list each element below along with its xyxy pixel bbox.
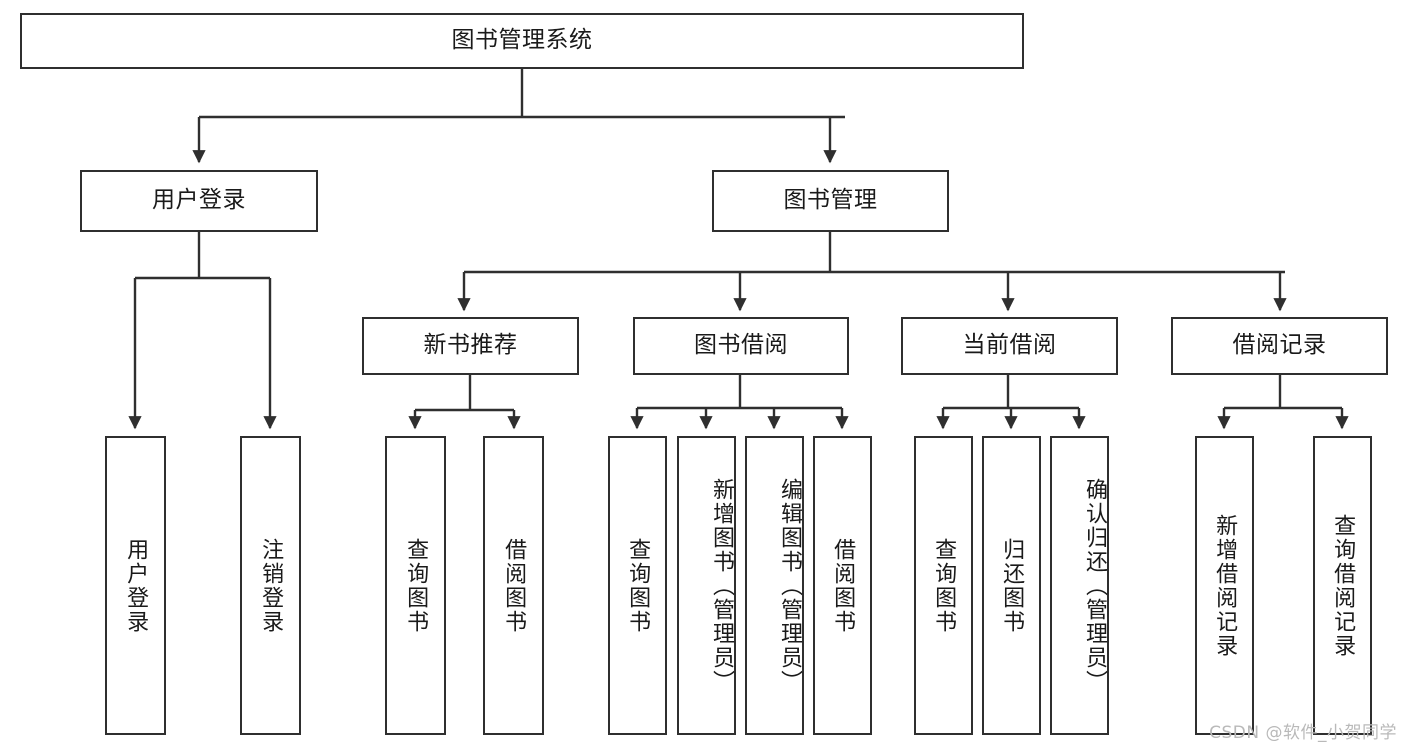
node-book-manage-label: 图书管理 <box>783 187 878 214</box>
node-leaf-query-book-2-label: 查询图书 <box>625 537 651 634</box>
node-leaf-borrow-book-1-label: 借阅图书 <box>501 537 527 634</box>
node-leaf-return-book-label: 归还图书 <box>999 537 1025 634</box>
node-leaf-query-book-1[interactable]: 查询图书 <box>385 436 446 735</box>
node-leaf-borrow-book-2[interactable]: 借阅图书 <box>813 436 872 735</box>
node-leaf-query-book-1-label: 查询图书 <box>403 537 429 634</box>
node-user-login[interactable]: 用户登录 <box>80 170 318 232</box>
node-leaf-edit-book-admin[interactable]: 编辑图书（管理员） <box>745 436 804 735</box>
node-leaf-add-record[interactable]: 新增借阅记录 <box>1195 436 1254 735</box>
node-leaf-confirm-return-label: 确认归还（管理员） <box>1082 477 1107 694</box>
node-book-borrow-label: 图书借阅 <box>694 332 788 359</box>
node-borrow-record[interactable]: 借阅记录 <box>1171 317 1388 375</box>
node-root-label: 图书管理系统 <box>451 27 593 54</box>
node-book-borrow[interactable]: 图书借阅 <box>633 317 849 375</box>
node-current-borrow[interactable]: 当前借阅 <box>901 317 1118 375</box>
node-root[interactable]: 图书管理系统 <box>20 13 1024 69</box>
node-leaf-logout-label: 注销登录 <box>258 537 284 634</box>
node-leaf-return-book[interactable]: 归还图书 <box>982 436 1041 735</box>
node-new-book-recommend-label: 新书推荐 <box>423 332 518 359</box>
node-leaf-borrow-book-1[interactable]: 借阅图书 <box>483 436 544 735</box>
node-leaf-query-book-3-label: 查询图书 <box>931 537 957 634</box>
node-leaf-logout[interactable]: 注销登录 <box>240 436 301 735</box>
node-leaf-user-login-label: 用户登录 <box>123 537 149 634</box>
node-new-book-recommend[interactable]: 新书推荐 <box>362 317 579 375</box>
node-borrow-record-label: 借阅记录 <box>1232 332 1327 359</box>
node-leaf-add-book-admin[interactable]: 新增图书（管理员） <box>677 436 736 735</box>
node-leaf-confirm-return[interactable]: 确认归还（管理员） <box>1050 436 1109 735</box>
node-leaf-edit-book-admin-label: 编辑图书（管理员） <box>777 477 802 694</box>
node-leaf-user-login[interactable]: 用户登录 <box>105 436 166 735</box>
node-leaf-query-book-3[interactable]: 查询图书 <box>914 436 973 735</box>
node-current-borrow-label: 当前借阅 <box>962 332 1057 359</box>
node-book-manage[interactable]: 图书管理 <box>712 170 949 232</box>
node-leaf-add-record-label: 新增借阅记录 <box>1212 513 1238 658</box>
node-leaf-query-book-2[interactable]: 查询图书 <box>608 436 667 735</box>
node-leaf-query-record-label: 查询借阅记录 <box>1330 513 1356 658</box>
node-user-login-label: 用户登录 <box>152 187 246 214</box>
node-leaf-query-record[interactable]: 查询借阅记录 <box>1313 436 1372 735</box>
node-leaf-add-book-admin-label: 新增图书（管理员） <box>709 477 734 694</box>
node-leaf-borrow-book-2-label: 借阅图书 <box>830 537 856 634</box>
watermark-text: CSDN @软件_小贺同学 <box>1209 723 1397 743</box>
